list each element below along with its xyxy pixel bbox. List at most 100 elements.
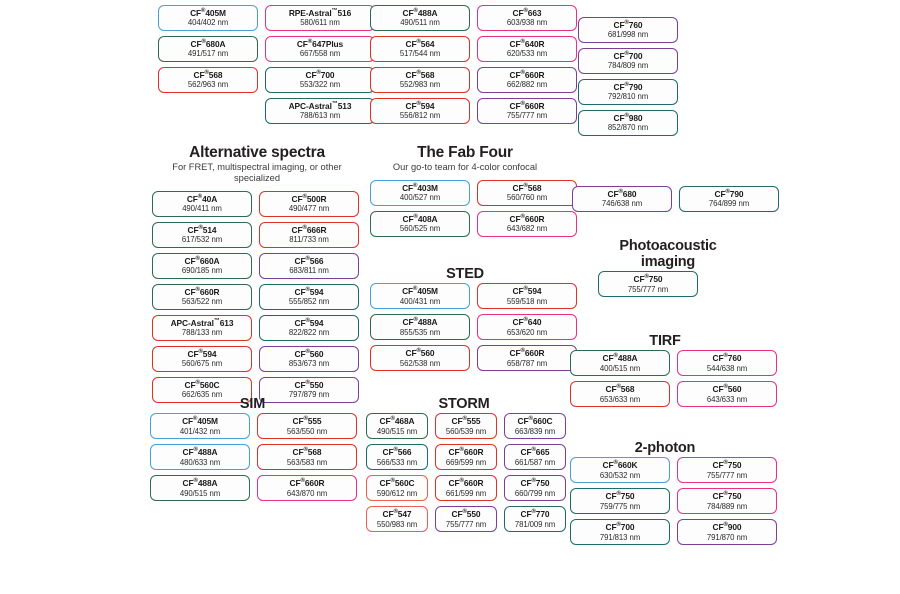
dye-brand: CF <box>448 478 460 489</box>
dye-mark: ® <box>303 447 308 454</box>
dye-name: CF®680A <box>191 39 226 48</box>
dye-spectra: 400/431 nm <box>399 296 441 306</box>
dye-spectra: 490/477 nm <box>288 204 330 214</box>
dye-mark: ® <box>193 478 198 485</box>
dye-name: CF®40A <box>187 194 217 203</box>
dye-name: CF®488A <box>403 8 438 17</box>
dye-model: 700 <box>628 50 643 61</box>
dye-mark: ® <box>644 274 649 281</box>
dye-model: 560C <box>199 379 220 390</box>
dye-mark: ® <box>416 348 421 355</box>
dye-model: 488A <box>617 353 638 364</box>
dye-model: 760 <box>628 19 643 30</box>
dye-brand: CF <box>291 193 303 204</box>
dye-model: 560C <box>394 478 415 489</box>
dye-brand: CF <box>517 416 529 427</box>
dye-model: 700 <box>620 522 635 533</box>
dye-name: CF®660R <box>290 478 325 487</box>
dye-name: CF®568 <box>293 447 322 456</box>
group-title-sted: STED <box>446 266 484 282</box>
dye-model: 405M <box>417 286 438 297</box>
dye-model: 660R <box>524 69 545 80</box>
dye-name: CF®790 <box>715 189 744 198</box>
